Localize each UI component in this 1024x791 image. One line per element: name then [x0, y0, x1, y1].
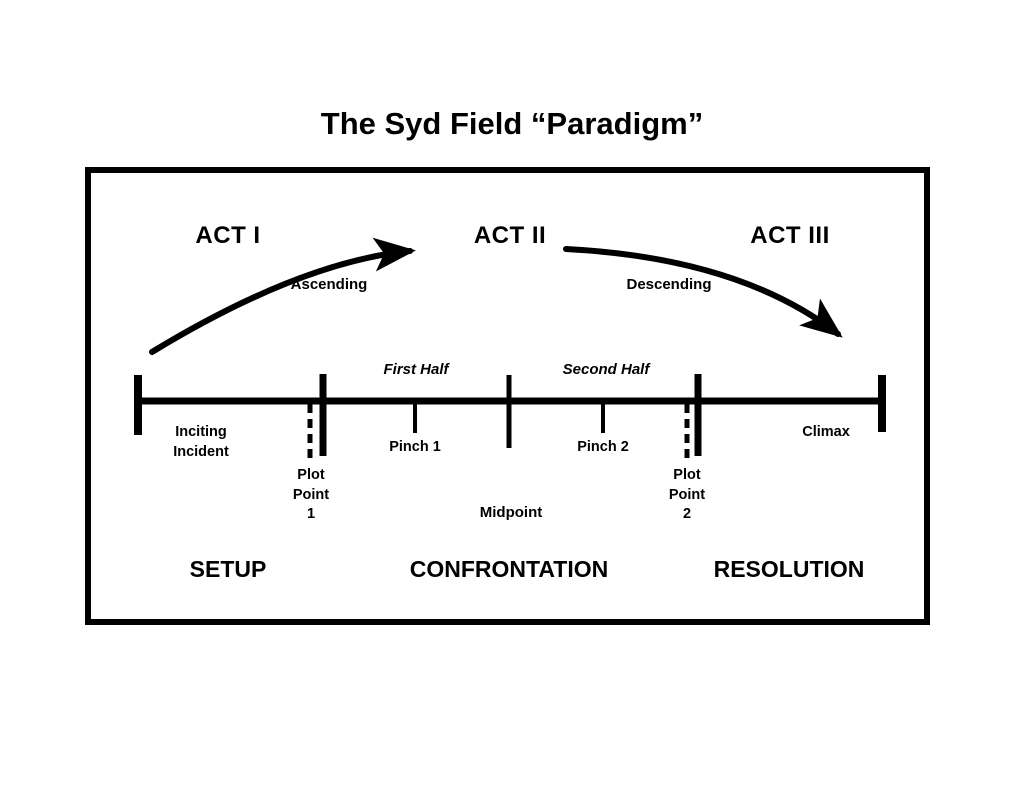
setup-section-label: SETUP: [189, 556, 267, 582]
plot-point-2-label: Plot Point 2: [668, 467, 706, 522]
act-2-label: ACT II: [473, 222, 547, 249]
descending-arrow-label: Descending: [626, 276, 712, 293]
climax-label: Climax: [802, 424, 850, 440]
act-1-label: ACT I: [195, 222, 261, 249]
plot-point-1-label: Plot Point 1: [292, 467, 330, 522]
act-3-label: ACT III: [750, 222, 830, 249]
midpoint-label: Midpoint: [479, 504, 543, 521]
first-half-label: First Half: [383, 361, 449, 378]
diagram-title: The Syd Field “Paradigm”: [320, 106, 704, 141]
diagram-border-box: [85, 167, 930, 625]
pinch-2-label: Pinch 2: [577, 439, 629, 455]
confrontation-section-label: CONFRONTATION: [409, 556, 609, 582]
ascending-arrow-label: Ascending: [290, 276, 368, 293]
pinch-1-label: Pinch 1: [389, 439, 441, 455]
resolution-section-label: RESOLUTION: [713, 556, 865, 582]
inciting-incident-label: Inciting Incident: [173, 424, 229, 460]
second-half-label: Second Half: [562, 361, 650, 378]
